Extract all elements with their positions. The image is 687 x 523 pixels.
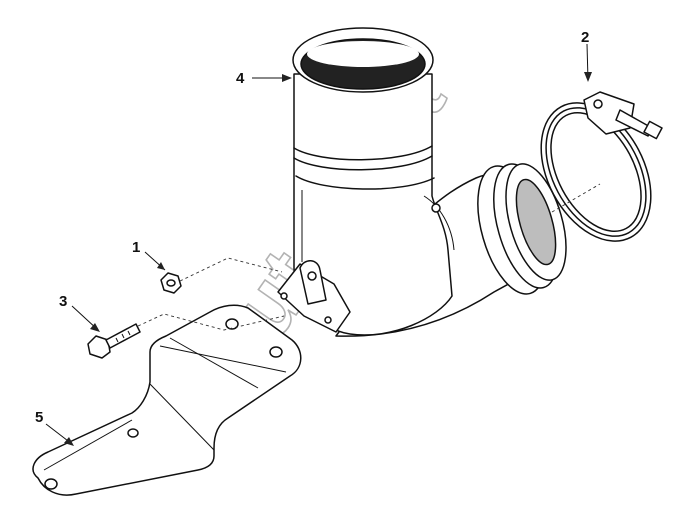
callout-4: 4 [236, 70, 245, 87]
callout-leaders [45, 43, 592, 446]
mounting-bracket [32, 304, 302, 496]
hex-nut [160, 272, 182, 294]
elbow-pipe [277, 27, 567, 337]
callout-2: 2 [581, 29, 589, 46]
hex-bolt [87, 323, 141, 359]
assembly-line-nut [179, 257, 283, 282]
callout-5: 5 [35, 409, 43, 426]
band-clamp [540, 91, 663, 242]
assembly-line-bolt [137, 313, 285, 331]
callout-3: 3 [59, 293, 67, 310]
callout-1: 1 [132, 239, 140, 256]
